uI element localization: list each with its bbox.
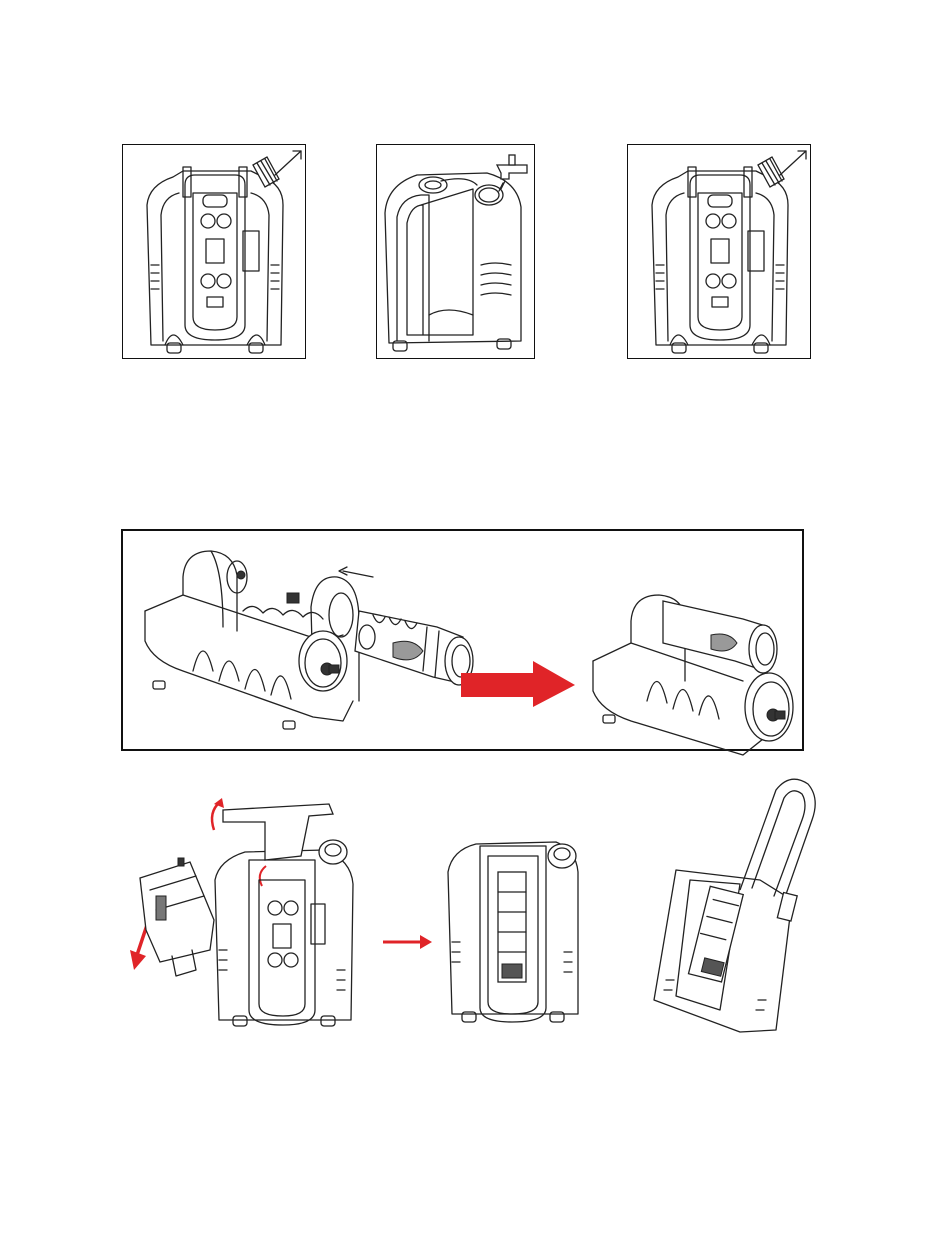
red-rotate-arrow-icon bbox=[210, 798, 267, 887]
figure-tank-cap-removal-1 bbox=[122, 144, 306, 359]
arrow-up-right-icon bbox=[274, 150, 302, 176]
tank-assembled-illustration bbox=[447, 841, 579, 1023]
tank-with-handle-illustration bbox=[653, 778, 816, 1033]
pump-base-empty-illustration bbox=[144, 550, 374, 730]
pump-unit-illustration bbox=[139, 857, 215, 977]
tap-icon bbox=[495, 154, 528, 192]
red-arrow-right-icon bbox=[383, 935, 432, 949]
figure-tank-cap-removal-2 bbox=[627, 144, 811, 359]
tank-open-lid-illustration bbox=[214, 803, 354, 1027]
tank-side-illustration bbox=[384, 172, 522, 352]
pump-base-assembled-illustration bbox=[592, 594, 794, 756]
red-arrow-right-icon bbox=[461, 661, 575, 707]
figure-pump-cartridge-insertion bbox=[121, 529, 804, 756]
arrow-up-right-icon bbox=[779, 150, 807, 176]
filter-cartridge-illustration bbox=[354, 610, 474, 686]
figure-tank-filling-from-tap bbox=[376, 144, 535, 359]
